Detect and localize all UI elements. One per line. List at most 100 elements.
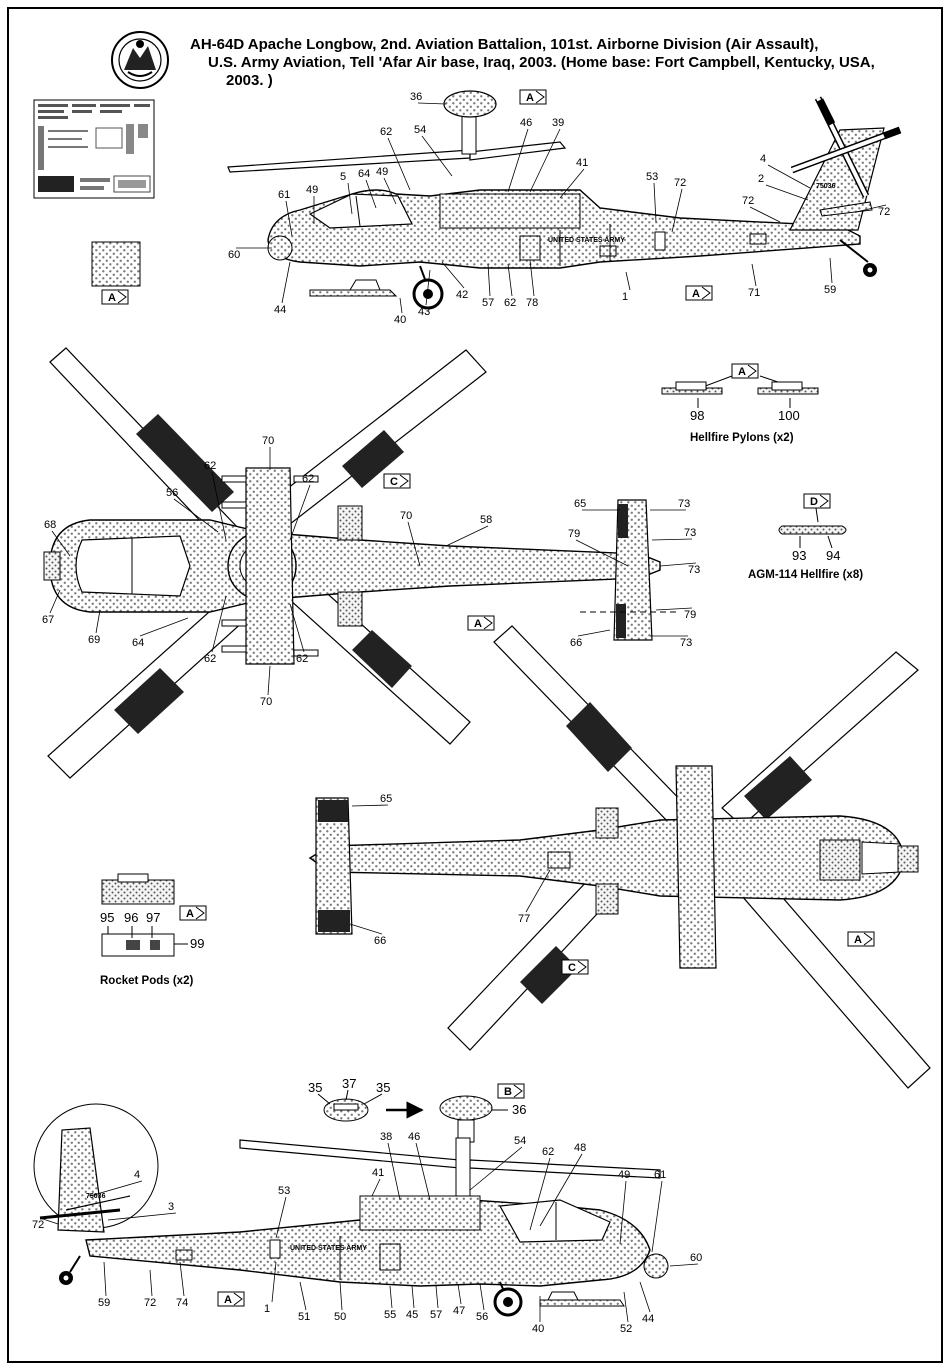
- callout-leader-right-profile-0: [89, 1180, 143, 1197]
- callout-leader-top-view-18: [655, 607, 693, 611]
- callout-leader-top-view-12: [407, 521, 421, 567]
- united-states-army-marking-left: UNITED STATES ARMY: [548, 237, 625, 244]
- callout-right-profile-57: 57: [430, 1309, 442, 1321]
- callout-left-profile-54: 54: [414, 124, 426, 136]
- callout-left-profile-41: 41: [576, 157, 588, 169]
- callout-leader-left-profile-15: [365, 179, 377, 209]
- title-line-3: 2003. ): [226, 72, 273, 89]
- callout-leader-top-view-11: [445, 525, 489, 547]
- decal-sheet-thumbnail: [33, 99, 155, 199]
- rocket-pods-detail: A 95 96 97 99: [100, 873, 207, 957]
- callout-right-profile-44: 44: [642, 1313, 654, 1325]
- callout-leader-left-profile-3: [507, 128, 529, 193]
- hellfire-pylons-detail: A 98 100: [661, 363, 819, 423]
- left-profile-color-tags: A A: [519, 89, 713, 301]
- part-36-detail: 36: [512, 1102, 526, 1117]
- callout-bottom-view-66: 66: [374, 935, 386, 947]
- callout-leader-right-profile-1: [107, 1212, 177, 1221]
- callout-leader-left-profile-0: [417, 102, 447, 105]
- callout-right-profile-47: 47: [453, 1305, 465, 1317]
- callout-left-profile-60: 60: [228, 249, 240, 261]
- callout-left-profile-59: 59: [824, 284, 836, 296]
- tag-b-radome: B: [504, 1086, 512, 1098]
- callout-leader-left-profile-20: [425, 269, 431, 306]
- callout-left-profile-78: 78: [526, 297, 538, 309]
- callout-top-view-65: 65: [574, 498, 586, 510]
- callout-right-profile-61: 61: [654, 1169, 666, 1181]
- page-border: [7, 7, 943, 1363]
- callout-right-profile-52: 52: [620, 1323, 632, 1335]
- callout-top-view-68: 68: [44, 519, 56, 531]
- callout-leader-left-profile-16: [383, 177, 397, 205]
- callout-leader-right-profile-21: [435, 1285, 439, 1309]
- callout-leader-left-profile-5: [559, 168, 585, 199]
- paint-chip-a-label: A: [108, 292, 116, 304]
- callout-top-view-67: 67: [42, 614, 54, 626]
- callout-leader-top-view-15: [575, 539, 629, 567]
- tag-a-right: A: [224, 1294, 232, 1306]
- part-97: 97: [146, 910, 160, 925]
- callout-right-profile-40: 40: [532, 1323, 544, 1335]
- part-93: 93: [792, 548, 806, 563]
- callout-leader-top-view-9: [289, 603, 305, 653]
- callout-top-view-62: 62: [296, 653, 308, 665]
- callout-top-view-79: 79: [568, 528, 580, 540]
- callout-top-view-73: 73: [684, 527, 696, 539]
- callout-leader-left-profile-8: [767, 164, 811, 189]
- callout-leader-top-view-8: [211, 595, 227, 653]
- callout-leader-left-profile-18: [281, 261, 291, 304]
- callout-right-profile-3: 3: [168, 1201, 174, 1213]
- agm114-caption: AGM-114 Hellfire (x8): [748, 569, 864, 581]
- callout-left-profile-62: 62: [504, 297, 516, 309]
- callout-top-view-79: 79: [684, 609, 696, 621]
- agm114-detail: D 93 94: [778, 493, 847, 563]
- callout-leader-right-profile-4: [371, 1178, 381, 1197]
- callout-right-profile-38: 38: [380, 1131, 392, 1143]
- callout-leader-right-profile-14: [149, 1269, 153, 1297]
- callout-top-view-64: 64: [132, 637, 144, 649]
- callout-leader-top-view-17: [659, 562, 697, 567]
- callout-leader-left-profile-22: [487, 263, 491, 297]
- callout-leader-right-profile-8: [539, 1153, 583, 1227]
- bottom-view-color-tags: A C: [561, 931, 875, 975]
- united-states-army-marking-right: UNITED STATES ARMY: [290, 1245, 367, 1252]
- callout-leader-left-profile-2: [421, 135, 453, 177]
- callout-right-profile-72: 72: [32, 1219, 44, 1231]
- callout-right-profile-74: 74: [176, 1297, 188, 1309]
- callout-left-profile-2: 2: [758, 173, 764, 185]
- callout-left-profile-46: 46: [520, 117, 532, 129]
- callout-leader-left-profile-21: [441, 261, 465, 289]
- serial-marking-right: 75036: [86, 1193, 106, 1200]
- callout-left-profile-71: 71: [748, 287, 760, 299]
- callout-leader-left-profile-9: [765, 184, 809, 201]
- unit-emblem-icon: [111, 31, 169, 89]
- callout-leader-left-profile-4: [529, 128, 561, 193]
- serial-marking-left: 75036: [816, 183, 836, 190]
- callout-left-profile-49: 49: [376, 166, 388, 178]
- part-98: 98: [690, 408, 704, 423]
- right-side-profile: UNITED STATES ARMY 75036: [33, 1103, 669, 1317]
- callout-leader-top-view-3: [173, 498, 219, 533]
- callout-leader-top-view-19: [577, 629, 611, 637]
- tag-d-agm114: D: [810, 496, 818, 508]
- tag-a-top: A: [474, 618, 482, 630]
- callout-leader-right-profile-10: [619, 1180, 627, 1245]
- bottom-view: [308, 625, 931, 1089]
- callout-right-profile-50: 50: [334, 1311, 346, 1323]
- callout-right-profile-4: 4: [134, 1169, 140, 1181]
- callout-right-profile-45: 45: [406, 1309, 418, 1321]
- callout-top-view-62: 62: [204, 653, 216, 665]
- callout-left-profile-53: 53: [646, 171, 658, 183]
- callout-right-profile-41: 41: [372, 1167, 384, 1179]
- part-35-left: 35: [308, 1080, 322, 1095]
- callout-top-view-73: 73: [678, 498, 690, 510]
- callout-left-profile-72: 72: [742, 195, 754, 207]
- title-line-1: AH-64D Apache Longbow, 2nd. Aviation Bat…: [190, 36, 819, 53]
- callout-leader-right-profile-23: [479, 1283, 485, 1311]
- callout-leader-right-profile-9: [529, 1157, 551, 1231]
- callout-left-profile-62: 62: [380, 126, 392, 138]
- part-94: 94: [826, 548, 840, 563]
